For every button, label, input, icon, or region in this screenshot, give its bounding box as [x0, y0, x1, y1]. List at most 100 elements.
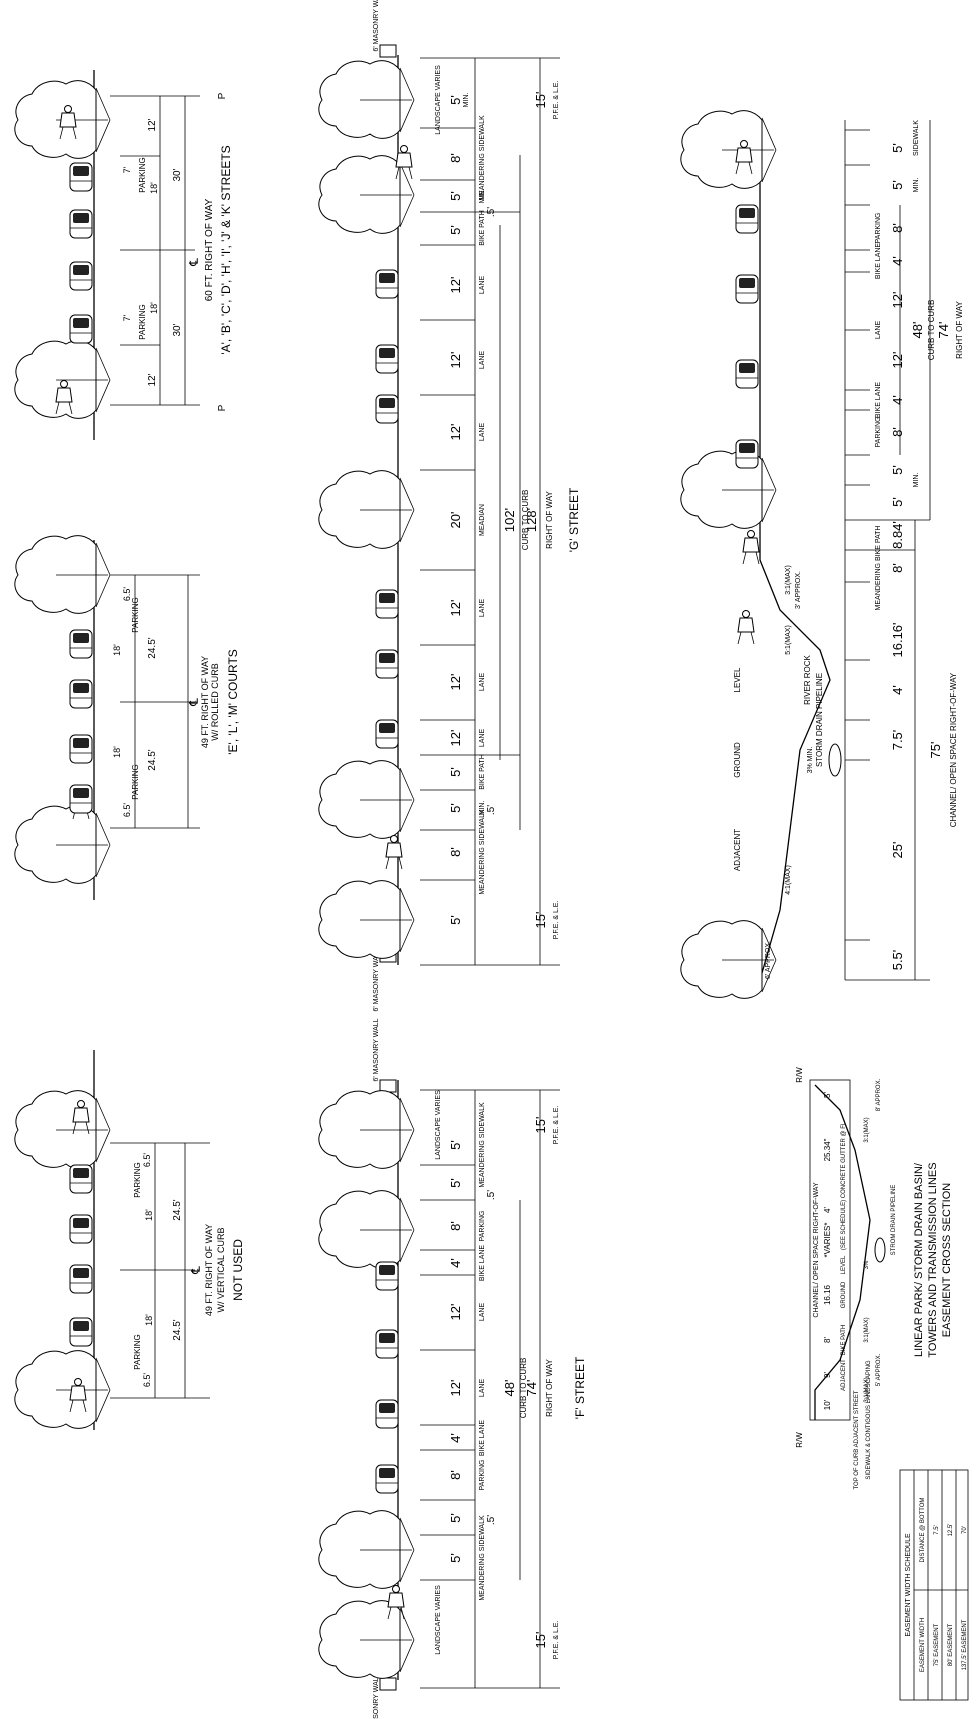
car-icon	[375, 649, 399, 679]
person-icon	[737, 610, 755, 645]
min-label: MIN.	[463, 93, 470, 108]
lane-label: LANE	[479, 673, 486, 692]
rw-label: R/W	[795, 1067, 804, 1083]
tree-icon	[318, 1510, 415, 1589]
row-label: RIGHT OF WAY	[955, 301, 964, 359]
parking-label: PARKING	[131, 597, 140, 632]
row-label: 60 FT. RIGHT OF WAY	[204, 198, 215, 301]
car-icon	[735, 359, 759, 389]
parking-label: PARKING	[875, 417, 882, 448]
easement-dim: 16.16	[823, 1284, 832, 1305]
section-60ft: 12' 12' 30' 30' 18' 18' 7' PARKING 7' PA…	[14, 70, 233, 440]
cell-dim: 25'	[890, 842, 905, 859]
row-label: RIGHT OF WAY	[545, 1359, 554, 1417]
cell-dim: 7.5'	[890, 730, 905, 751]
cell-dim: 5'	[448, 1140, 463, 1150]
tree-icon	[318, 470, 415, 549]
cell-dim: 12'	[448, 277, 463, 294]
row-label: RIGHT OF WAY	[545, 491, 554, 549]
easement-dim: 25.34"	[823, 1138, 832, 1161]
tree-icon	[14, 1090, 111, 1169]
tree-icon	[318, 60, 415, 139]
curb-total: 48'	[502, 1380, 517, 1397]
storm-pipe-label: STROM DRAIN PIPELINE	[891, 1185, 897, 1256]
sidewalk-label: SIDEWALK & CONTIGOUS LANDSCAPING	[866, 1360, 872, 1479]
cell-dim: 12'	[448, 1380, 463, 1397]
cell-dim: 5'	[890, 465, 905, 475]
masonry-wall-icon	[379, 44, 397, 58]
sidewalk-label: MEANDERING SIDEWALK	[479, 809, 486, 895]
lane-label: LANE	[479, 423, 486, 442]
cell-dim: 8'	[448, 847, 463, 857]
cell-dim: 5'	[448, 1178, 463, 1188]
easement-label: CONCRETE GUTTER @ FL	[841, 1121, 847, 1198]
wall-label: 6' MASONRY WALL	[373, 0, 380, 52]
rw-label: R/W	[795, 1432, 804, 1448]
easement-schedule-table: EASEMENT WIDTH SCHEDULE EASEMENT WIDTH D…	[899, 1469, 969, 1701]
car-icon	[69, 162, 93, 192]
dim-label: 30'	[172, 323, 183, 336]
car-icon	[69, 734, 93, 764]
dim-label: 6.5'	[142, 1373, 152, 1388]
row-label-2: W/ VERTICAL CURB	[216, 1227, 226, 1312]
section-title: 'E', 'L', 'M' COURTS	[226, 649, 240, 755]
car-icon	[69, 629, 93, 659]
bike-path-label: BIKE PATH	[479, 210, 486, 246]
centerline-symbol: ℄	[187, 258, 201, 267]
easement-title-2: TOWERS AND TRANSMISSION LINES	[927, 1162, 939, 1357]
slope-label: 3:1(MAX)	[864, 1377, 870, 1402]
dim-label: 6.5'	[122, 587, 132, 602]
cell-dim: 5'	[448, 225, 463, 235]
row-total: 74'	[936, 322, 951, 339]
schedule-cell: 12.5'	[948, 1524, 954, 1537]
median-label: MEADIAN	[479, 504, 486, 536]
lane-label: LANE	[479, 1379, 486, 1398]
half-dim: .5'	[486, 1515, 497, 1525]
landscape-label: LANDSCAPE VARIES	[435, 1090, 442, 1160]
easement-dim: *VARIES*	[823, 1223, 832, 1258]
cell-dim: 5'	[448, 915, 463, 925]
bike-lane-label: BIKE LANE	[875, 382, 882, 419]
tree-icon	[318, 1600, 415, 1679]
parking-label: PARKING	[138, 304, 147, 339]
sidewalk-label: MEANDERING SIDEWALK	[479, 1102, 486, 1188]
sidewalk-label: SIDEWALK	[913, 120, 920, 156]
min-label: MIN.	[479, 801, 486, 816]
car-icon	[375, 1464, 399, 1494]
easement-title-3: EASEMENT CROSS SECTION	[941, 1183, 953, 1337]
slope-label: 3%	[864, 1260, 870, 1269]
easement-label: (SEE SCHEDULE)	[841, 1200, 847, 1250]
cell-dim: 12'	[448, 1304, 463, 1321]
centerline-symbol: ℄	[187, 698, 201, 707]
pfe-label: P.F.E. & L.E.	[553, 1621, 560, 1660]
car-icon	[69, 261, 93, 291]
parking-label: PARKING	[133, 1162, 142, 1197]
lane-label: LANE	[875, 321, 882, 340]
terrain-label: GROUND	[733, 742, 742, 778]
cell-dim: 5'	[448, 803, 463, 813]
storm-pipe-icon	[874, 1237, 886, 1263]
slope-label: 3:1(MAX)	[864, 1117, 870, 1142]
cell-dim: 8'	[890, 427, 905, 437]
tree-icon	[318, 1190, 415, 1269]
car-icon	[375, 1399, 399, 1429]
cell-dim: 12'	[890, 352, 905, 369]
cell-dim: 20'	[448, 512, 463, 529]
slope-label: 3% MIN.	[807, 747, 814, 774]
section-49ft-rolled: 6.5' 24.5' 24.5' 6.5' 18' 18' PARKING PA…	[14, 535, 240, 900]
curb-total: 48'	[910, 322, 925, 339]
bike-lane-label: BIKE LANE	[875, 243, 882, 280]
tree-icon	[680, 920, 777, 999]
dim-label: 24.5'	[147, 749, 158, 770]
dim-label: 12'	[147, 373, 158, 386]
dim-label: 24.5'	[172, 1319, 183, 1340]
cell-dim: 12'	[890, 292, 905, 309]
car-icon	[375, 719, 399, 749]
cell-dim: 5'	[890, 497, 905, 507]
bike-path-label: BIKE PATH	[479, 754, 486, 790]
car-icon	[69, 784, 93, 814]
approx-label: 6' APPROX.	[765, 941, 772, 979]
bike-lane-label: BIKE LANE	[479, 1245, 486, 1282]
cell-dim: 12'	[448, 674, 463, 691]
easement-dim: 5'	[823, 1092, 832, 1098]
